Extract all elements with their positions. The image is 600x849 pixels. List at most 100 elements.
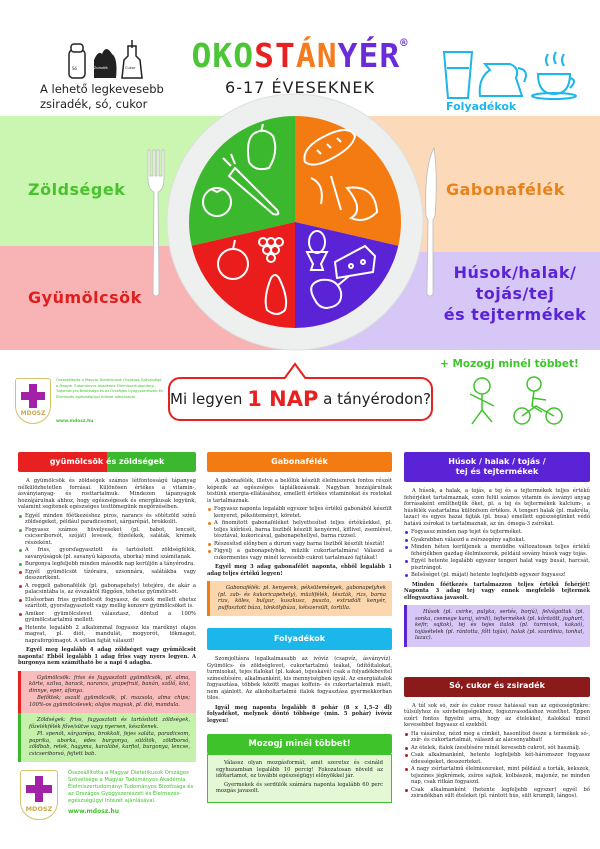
question-bubble: Mi legyen 1 NAP a tányérodon? [168, 377, 433, 421]
category-fruits: Gyümölcsök [28, 288, 142, 307]
grains-tip: A finomított gabonaféléket helyettesítsd… [207, 520, 392, 540]
salt-sugar-fat-intro: A túl sok só, zsír és cukor rossz hatáss… [404, 702, 590, 729]
cheese-icon [333, 244, 377, 280]
fruit-tip: Amikor gyümölcslevet választasz, döntsd … [18, 611, 196, 624]
proteins-tip: Belsőséget (pl. májat) hetente legfeljeb… [404, 572, 590, 579]
grains-tip: Figyelj a gabonapelyhek, müzlik cukortar… [207, 548, 392, 561]
veg-tip: Fogyassz számos hüvelyeseket (pl. babot,… [18, 527, 196, 547]
proteins-examples: Húsok (pl. csirke, pulyka, sertés, borjú… [415, 609, 584, 641]
croissant-icon [345, 186, 379, 221]
proteins-tip: Minden héten kerüljenek a menüdbe változ… [404, 544, 590, 557]
veg-examples-2: Pl. spenót, sárgarépa, brokkoli, fejes s… [29, 731, 190, 757]
proteins-intro: A húsok, a halak, a tojás, a tej és a te… [404, 488, 590, 527]
mdosz-logo: MDOSZ [15, 378, 51, 424]
grains-examples: Gabonafélék: pl. kenyerek, péksütemények… [218, 585, 386, 611]
credits-text-bottom: Összeállította a Magyar Dietetikusok Ors… [68, 770, 194, 804]
apple-icon [217, 239, 249, 280]
tomato-icon [202, 187, 232, 217]
salt-fat-sugar-icons [66, 40, 146, 86]
fluids-label: Folyadékok [446, 100, 517, 113]
credits-url-top[interactable]: www.mdosz.hu [56, 419, 94, 424]
pepper-icon [247, 123, 277, 171]
fruit-tip: Hetente legalább 2 alkalommal fogyassz k… [18, 625, 196, 645]
grains-header: Gabonafélék [207, 452, 392, 472]
mdosz-logo-text: MDOSZ [20, 410, 46, 417]
egg-cup-icon [305, 230, 329, 271]
knife-icon [425, 146, 437, 297]
proteins-section: Húsok / halak / tojás / tej és tejtermék… [404, 452, 590, 803]
salt-tip: Csak alkalmanként (hetente legfeljebb eg… [404, 787, 590, 800]
credits-text-top: Összeállította a Magyar Dietetikusok Ors… [56, 378, 163, 399]
category-vegetables: Zöldségek [28, 180, 126, 199]
medical-cross-icon [21, 384, 45, 408]
proteins-header-line1: Húsok / halak / tojás / [448, 457, 546, 466]
active-kids-icon [469, 376, 563, 425]
fruit-examples-2: Befőttek; aszalt gyümölcsök, pl. mazsola… [29, 695, 190, 708]
category-proteins-line1: Húsok/halak/ [453, 263, 577, 282]
grains-intro: A gabonafélék, illetve a belőlük készült… [207, 478, 392, 504]
fluids-header: Folyadékok [207, 628, 392, 650]
fluids-icons [440, 48, 580, 104]
pasta-icon [310, 175, 342, 211]
page-title: OKOSTÁNYÉR® [0, 36, 600, 75]
question-text-pre: Mi legyen [170, 390, 248, 408]
mdosz-logo-text: MDOSZ [25, 805, 53, 813]
movement-text-1: Válassz olyan mozgásformát, amit szerets… [216, 760, 383, 779]
plate [166, 93, 424, 351]
medical-cross-icon [26, 776, 52, 802]
movement-text-2: Gyermekek és serdülők számára naponta le… [216, 781, 383, 795]
proteins-tip: Fogyassz minden nap tejet és tejterméket… [404, 529, 590, 536]
grains-tip: Részesítsd előnyben a durum vagy barna l… [207, 541, 392, 548]
category-grains: Gabonafélék [446, 180, 565, 199]
fruit-veg-header: gyümölcsök és zöldségek [18, 452, 196, 472]
salt-tip: Csak alkalmanként, hetente legfeljebb ké… [404, 752, 590, 765]
fruit-examples-box: Gyümölcsök: friss és fagyasztott gyümölc… [18, 670, 196, 713]
category-proteins-line2: tojás/tej [475, 284, 555, 303]
fluids-intro: Szomjoltásra legalkalmasabb az ivóvíz (c… [207, 656, 392, 701]
question-text-post: a tányérodon? [318, 390, 431, 408]
salt-sugar-fat-header: Só, cukor és zsiradék [404, 676, 590, 697]
salt-tip: Ha vásárolsz, nézd meg a címkét, hasonlí… [404, 731, 590, 744]
fruit-veg-daily-recommendation: Egyél meg legalább 4 adag zöldséget vagy… [18, 647, 196, 666]
category-proteins: Húsok/halak/ tojás/tej és tejtermékek [440, 262, 590, 325]
fruit-veg-header-veg: és zöldségek [103, 456, 165, 466]
proteins-tip: Egyél hetente legalább egyszer tengeri h… [404, 558, 590, 571]
movement-header: Mozogj minél többet! [207, 734, 392, 754]
fruit-veg-intro: A gyümölcsök és zöldségek számos létfont… [18, 478, 196, 510]
registered-mark: ® [400, 36, 409, 50]
salt-label: Só [72, 66, 77, 71]
fluids-daily-recommendation: Igyál meg naponta legalább 8 pohár (8 x … [207, 704, 392, 724]
bubble-pointer [284, 362, 306, 379]
plate-vegetables-slice [188, 116, 295, 246]
chicken-leg-icon [310, 275, 350, 310]
move-more-label: + Mozogj minél többet! [440, 358, 579, 370]
fruit-tip: Egyél gyümölcsöt tízóraira, uzsonnára, s… [18, 569, 196, 582]
veg-tip: A friss, gyorsfagyasztott és tartósított… [18, 547, 196, 560]
proteins-examples-box: Húsok (pl. csirke, pulyka, sertés, borjú… [404, 605, 590, 647]
bread-icon [303, 129, 357, 166]
fork-icon [147, 149, 165, 297]
credits-url-bottom[interactable]: www.mdosz.hu [68, 808, 120, 815]
minimal-fat-salt-sugar-note: A lehető legkevesebb zsiradék, só, cukor [40, 82, 164, 111]
salt-tip: Az ételek, italok ízesítésére minél keve… [404, 745, 590, 752]
veg-tip: Egyél minden főétkezéshez piros, narancs… [18, 513, 196, 526]
fruit-tip: Elsősorban friss gyümölcsöt fogyassz, de… [18, 597, 196, 610]
page-subtitle: 6-17 ÉVESEKNEK [225, 78, 375, 97]
veg-examples: Zöldségek: friss, fagyasztott és tartósí… [29, 717, 190, 730]
fruit-veg-section: gyümölcsök és zöldségek A gyümölcsök és … [18, 452, 196, 762]
title-part: OKO [191, 36, 255, 75]
veg-tip: Burgonya legfeljebb minden második nap k… [18, 561, 196, 568]
fruit-examples: Gyümölcsök: friss és fagyasztott gyümölc… [29, 674, 190, 694]
title-part: YÉR [337, 36, 401, 75]
proteins-header: Húsok / halak / tojás / tej és tejtermék… [404, 452, 590, 482]
grains-examples-box: Gabonafélék: pl. kenyerek, péksütemények… [207, 581, 392, 616]
pear-icon [264, 274, 288, 315]
grains-daily-recommendation: Egyél meg 3 adag gabonafélét naponta, eb… [207, 564, 392, 577]
fruit-veg-header-fruits: gyümölcsök [49, 456, 104, 466]
proteins-daily-recommendation: Minden főétkezés tartalmazzon teljes ért… [404, 581, 590, 601]
grains-tip: Fogyassz naponta legalább egyszer teljes… [207, 506, 392, 519]
grains-section: Gabonafélék A gabonafélék, illetve a bel… [207, 452, 392, 803]
proteins-header-line2: tej és tejtermékek [455, 467, 539, 476]
plate-proteins-slice [295, 222, 399, 328]
category-proteins-line3: és tejtermékek [443, 305, 587, 324]
